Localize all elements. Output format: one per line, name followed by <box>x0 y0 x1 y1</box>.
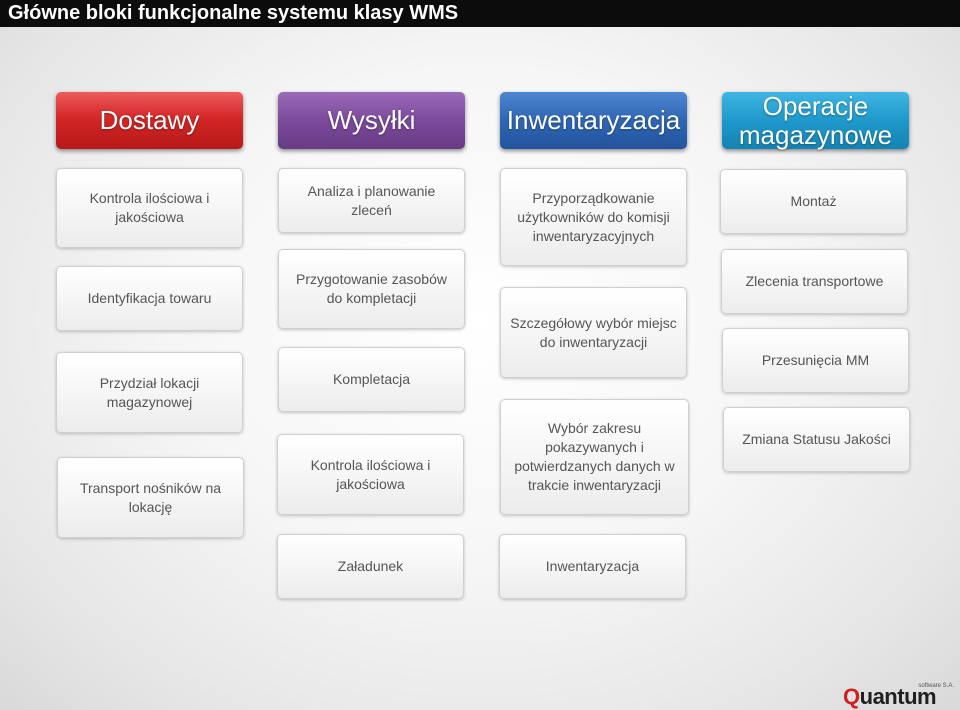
header-inwentaryzacja: Inwentaryzacja <box>500 92 687 149</box>
block-wybor-zakresu: Wybór zakresu pokazywanych i potwierdzan… <box>500 399 689 515</box>
block-zlecenia-transportowe: Zlecenia transportowe <box>721 249 908 314</box>
block-transport-nosnikow: Transport nośników na lokację <box>57 457 244 538</box>
header-wysylki: Wysyłki <box>278 92 465 149</box>
block-zaladunek: Załadunek <box>277 534 464 599</box>
header-operacje-magazynowe: Operacje magazynowe <box>722 91 909 149</box>
logo-letter-q: Q <box>843 684 860 709</box>
logo-subtitle: software S.A. <box>918 683 954 689</box>
block-przyporzadkowanie-uzytkownikow: Przyporządkowanie użytkowników do komisj… <box>500 168 687 266</box>
page-title: Główne bloki funkcjonalne systemu klasy … <box>0 0 960 27</box>
block-przygotowanie-zasobow: Przygotowanie zasobów do kompletacji <box>278 249 465 329</box>
quantum-logo: software S.A. Quantum <box>843 683 958 709</box>
block-kontrola-ilosciowa-wysylki: Kontrola ilościowa i jakościowa <box>277 434 464 515</box>
header-dostawy: Dostawy <box>56 92 243 149</box>
block-przydzial-lokacji: Przydział lokacji magazynowej <box>56 352 243 433</box>
block-kontrola-ilosciowa-dostawy: Kontrola ilościowa i jakościowa <box>56 168 243 248</box>
block-przesuniecia-mm: Przesunięcia MM <box>722 328 909 393</box>
block-identyfikacja-towaru: Identyfikacja towaru <box>56 266 243 331</box>
block-kompletacja: Kompletacja <box>278 347 465 412</box>
block-szczegolowy-wybor-miejsc: Szczegółowy wybór miejsc do inwentaryzac… <box>500 287 687 378</box>
block-zmiana-statusu-jakosci: Zmiana Statusu Jakości <box>723 407 910 472</box>
logo-word-rest: uantum <box>859 684 937 709</box>
block-analiza-planowanie: Analiza i planowanie zleceń <box>278 168 465 233</box>
logo-wordmark: Quantum <box>843 684 937 709</box>
block-montaz: Montaż <box>720 169 907 234</box>
block-inwentaryzacja: Inwentaryzacja <box>499 534 686 599</box>
